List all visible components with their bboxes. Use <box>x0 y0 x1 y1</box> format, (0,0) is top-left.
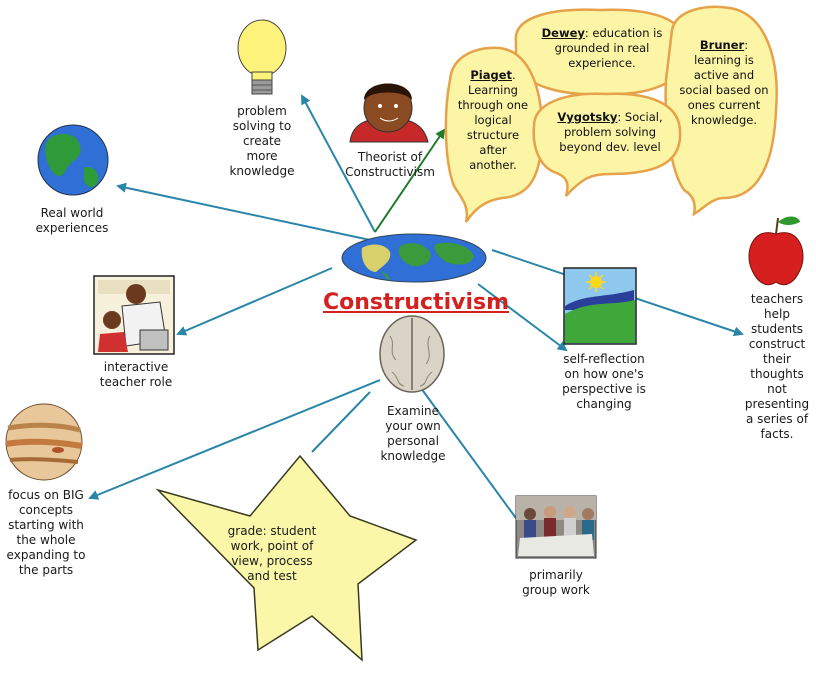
vygotsky-text: Vygotsky: Social, problem solving beyond… <box>550 110 670 155</box>
arrow-to-theorists <box>374 128 446 233</box>
self-reflection-label: self-reflection on how one's perspective… <box>562 352 646 411</box>
connector-to-star <box>311 391 371 453</box>
examine-knowledge-label: Examine your own personal knowledge <box>380 404 446 463</box>
arrow-to-interactive <box>176 267 333 336</box>
bruner-description: : learning is active and social based on… <box>679 38 769 127</box>
arrow-to-focus-big <box>88 379 381 500</box>
arrow-to-self-reflection <box>477 283 568 352</box>
landscape-picture <box>563 267 637 345</box>
dewey-name: Dewey <box>541 26 585 40</box>
interactive-teacher-label: interactive teacher role <box>99 360 173 389</box>
arrow-to-real-world <box>116 182 371 241</box>
teachers-help-label: teachers help students construct their t… <box>744 292 810 441</box>
bruner-text: Bruner: learning is active and social ba… <box>676 38 772 128</box>
apple-icon <box>748 216 804 286</box>
teacher-student-picture <box>93 275 175 355</box>
piaget-bubble <box>444 46 544 223</box>
vygotsky-name: Vygotsky <box>557 110 618 124</box>
dewey-text: Dewey: education is grounded in real exp… <box>532 26 672 71</box>
real-world-label: Real world experiences <box>35 206 109 235</box>
bruner-bubble <box>664 5 778 217</box>
group-work-label: primarily group work <box>522 568 590 597</box>
theorist-bubbles <box>444 5 778 223</box>
dewey-description: : education is grounded in real experien… <box>554 26 663 70</box>
focus-big-label: focus on BIG concepts starting with the … <box>6 488 86 577</box>
world-map-icon <box>341 233 487 283</box>
planet-icon <box>5 403 83 481</box>
theorist-label: Theorist of Constructivism <box>345 150 435 179</box>
group-work-photo <box>515 495 597 559</box>
grade-star <box>155 454 418 662</box>
vygotsky-bubble <box>532 92 682 197</box>
arrow-to-group-work <box>417 383 534 542</box>
globe-icon <box>37 124 109 196</box>
problem-solving-label: problem solving to create more knowledge <box>229 104 295 178</box>
vygotsky-description: : Social, problem solving beyond dev. le… <box>559 110 663 154</box>
piaget-text: Piaget. Learning through one logical str… <box>457 68 529 172</box>
piaget-description: Learning through one logical structure a… <box>457 83 529 172</box>
center-title: Constructivism <box>322 290 510 315</box>
lightbulb-icon <box>237 19 287 95</box>
brain-icon <box>379 315 445 393</box>
bruner-name: Bruner <box>699 38 745 52</box>
grade-label: grade: student work, point of view, proc… <box>227 524 317 583</box>
theorist-face-icon <box>349 83 429 143</box>
piaget-name: Piaget <box>470 68 512 82</box>
arrow-to-problem-solving <box>301 94 376 233</box>
